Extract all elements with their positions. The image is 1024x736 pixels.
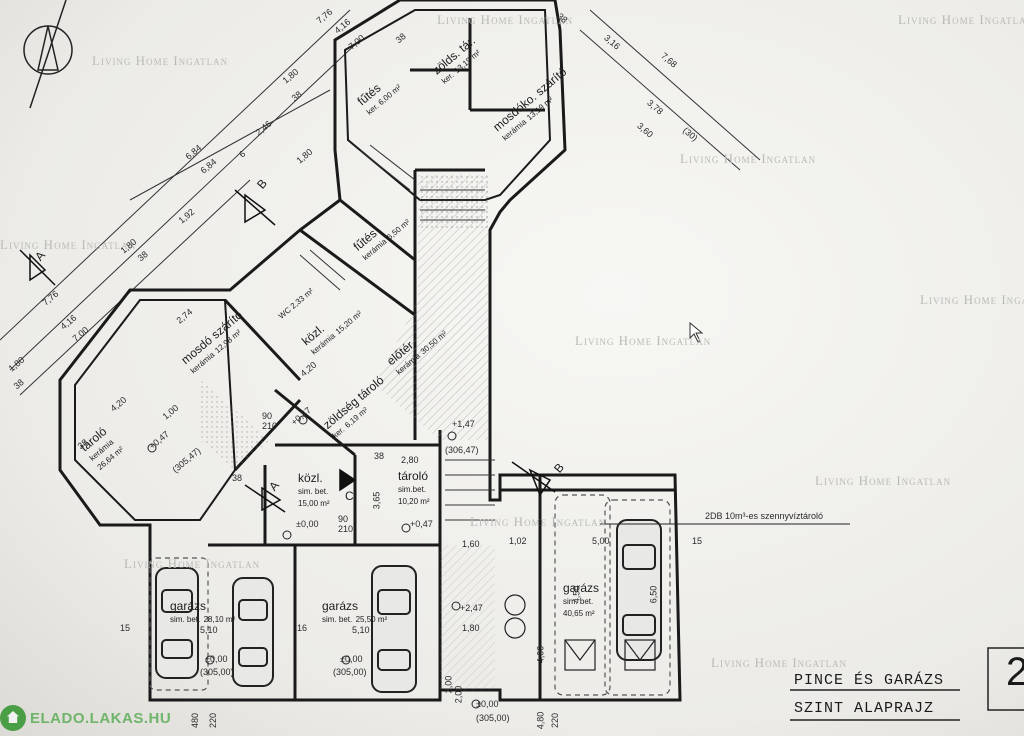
car-icon-left-2 — [232, 577, 274, 687]
septic-tank-icon — [504, 594, 656, 671]
dimension-label: 1,02 — [509, 536, 527, 546]
level-label: ±0,00 — [340, 654, 363, 664]
car-icon-right — [616, 519, 662, 661]
dimension-label: 210 — [338, 524, 354, 534]
section-label: C — [345, 489, 354, 503]
dimension-label: 2,00 — [443, 675, 454, 694]
dimension-label: 4,80 — [535, 711, 546, 730]
level-label: +2,47 — [460, 603, 483, 613]
watermark-text: Living Home Ingatlan — [124, 556, 261, 571]
corridor-hatch — [200, 175, 495, 690]
dimension-label: 2,80 — [401, 455, 419, 465]
watermark-text: Living Home Ingatlan — [680, 151, 817, 166]
level-label: (305,00) — [200, 667, 234, 677]
dimension-label: 38 — [374, 451, 385, 461]
dimension-label: 5,10 — [352, 625, 370, 635]
watermark-text: Living Home Ingatlan — [898, 12, 1024, 27]
sheet-number: 2 — [1006, 650, 1024, 694]
dimension-label: 5,00 — [592, 536, 610, 546]
staircase — [299, 144, 495, 521]
title-block: PINCE ÉS GARÁZS SZINT ALAPRAJZ — [790, 664, 990, 724]
watermark-text: Living Home Ingatlan — [575, 333, 712, 348]
watermark-text: Living Home Ingatlan — [92, 53, 229, 68]
level-marker-icons — [147, 415, 481, 709]
level-label: (306,47) — [445, 445, 479, 455]
level-label: +1,47 — [452, 419, 475, 429]
dimension-label: 1,60 — [462, 539, 480, 549]
watermark-text: Living Home Ingatlan — [815, 473, 952, 488]
title-block-lines — [790, 647, 1024, 721]
level-label: ±0,00 — [296, 519, 319, 529]
brand-name: ELADO.LAKAS.HU — [30, 709, 172, 727]
brand-logo: ELADO.LAKAS.HU — [0, 700, 210, 736]
room-label-kozl-low: közl.sim. bet.15,00 m² — [298, 471, 330, 508]
watermark-text: Living Home Ingatlan — [711, 655, 848, 670]
level-label: (305,00) — [476, 713, 510, 723]
dimension-lines — [0, 9, 761, 396]
car-icon-mid — [371, 565, 417, 693]
level-label: +0,47 — [410, 519, 433, 529]
dimension-label: 15 — [120, 623, 131, 633]
dimension-label: 5,10 — [200, 625, 218, 635]
dimension-label: 4,00 — [535, 645, 546, 664]
level-label: ±0,00 — [205, 654, 228, 664]
watermark-text: Living Home Ingatlan — [470, 514, 607, 529]
watermark-text: Living Home Ingatlan — [0, 237, 137, 252]
parking-bays — [149, 494, 671, 696]
dimension-label: 220 — [550, 712, 561, 729]
dimension-label: 38 — [232, 473, 243, 483]
watermark-text: Living Home Ingatlan — [437, 12, 574, 27]
dimension-label: 6,50 — [648, 585, 659, 604]
section-marker-icons — [19, 189, 556, 513]
level-label: (305,00) — [333, 667, 367, 677]
watermark-text: Living Home Ingatlan — [920, 292, 1024, 307]
dimension-label: 90 — [262, 411, 273, 421]
house-logo-icon — [0, 705, 26, 731]
septic-tank-annotation: 2DB 10m³-es szennyvíztároló — [705, 511, 824, 521]
drawing-title-line2: SZINT ALAPRAJZ — [794, 700, 935, 717]
level-label: ±0,00 — [476, 699, 499, 709]
dimension-label: 90 — [338, 514, 349, 524]
dimension-label: 16 — [297, 623, 308, 633]
dimension-label: 2,00 — [453, 685, 464, 704]
drawing-title-line1: PINCE ÉS GARÁZS — [794, 672, 945, 689]
car-icon-left-1 — [155, 567, 199, 679]
dimension-label: 15 — [692, 536, 703, 546]
dimension-label: 3,65 — [371, 491, 382, 510]
mouse-cursor-icon — [689, 321, 704, 343]
dimension-label: 220 — [208, 712, 219, 729]
dimension-label: 4,50 — [571, 585, 582, 604]
dimension-label: 210 — [262, 421, 278, 431]
dimension-label: 1,80 — [462, 623, 480, 633]
north-arrow-icon — [23, 0, 73, 109]
